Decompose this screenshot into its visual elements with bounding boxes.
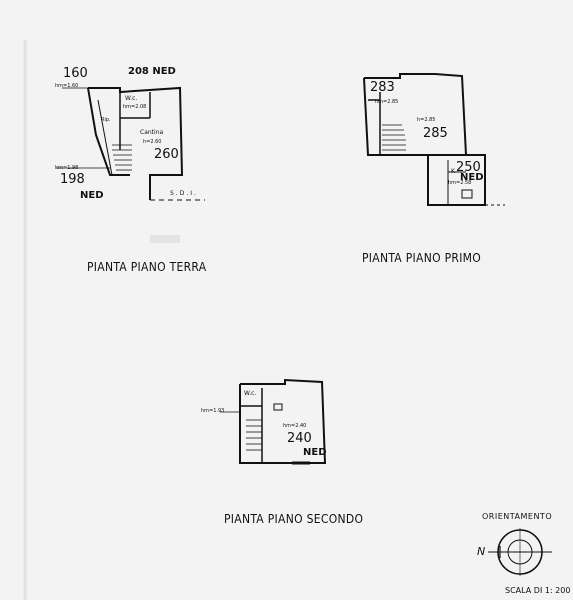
caption-first-floor: PIANTA PIANO PRIMO xyxy=(362,251,482,265)
second-hm-240: hm=2.40 xyxy=(283,423,307,429)
ground-sdi-label: S.D.I. xyxy=(170,190,198,197)
caption-ground-floor: PIANTA PIANO TERRA xyxy=(87,260,207,274)
plan-first-floor xyxy=(363,73,505,206)
first-hm-285: hm=2.85 xyxy=(375,99,399,105)
compass-rose xyxy=(488,528,552,576)
caption-second-floor: PIANTA PIANO SECONDO xyxy=(224,512,364,526)
first-hm-258: hm=2.58 xyxy=(448,180,472,186)
ground-ned-bottom: NED xyxy=(80,190,104,201)
ground-height-160: 160 xyxy=(63,66,88,81)
ground-hm-bottom: hm=1.98 xyxy=(55,165,79,171)
ground-wc-label: W.c. xyxy=(125,95,138,102)
first-k-label: K xyxy=(451,168,455,175)
second-ned: NED xyxy=(303,447,327,458)
first-height-250: 250 xyxy=(456,160,481,175)
ground-rip-label: Rip. xyxy=(101,117,111,123)
second-wc-label: W.c. xyxy=(244,390,257,397)
first-height-283: 283 xyxy=(370,80,395,95)
ground-cantina-label: Cantina xyxy=(140,129,164,136)
ground-ned-top: 208 NED xyxy=(128,66,176,77)
plan-ground-floor xyxy=(56,86,205,201)
ground-cantina-height: h=2.60 xyxy=(143,139,162,145)
ground-height-198: 198 xyxy=(60,172,85,187)
first-h-285: h=2.85 xyxy=(417,117,436,123)
orientation-label: ORIENTAMENTO xyxy=(482,512,553,521)
ground-wc-height: hm=2.08 xyxy=(123,104,147,110)
ground-hm-top: hm=1.60 xyxy=(55,83,79,89)
second-height-240: 240 xyxy=(287,431,312,446)
first-ned: NED xyxy=(460,172,484,183)
scale-label: SCALA DI 1: 200 xyxy=(505,586,571,595)
plan-second-floor xyxy=(220,378,327,465)
first-height-285: 285 xyxy=(423,126,448,141)
ground-height-260: 260 xyxy=(154,147,179,162)
second-hm-193: hm=1.93 xyxy=(201,408,225,414)
north-label: N xyxy=(477,545,486,558)
